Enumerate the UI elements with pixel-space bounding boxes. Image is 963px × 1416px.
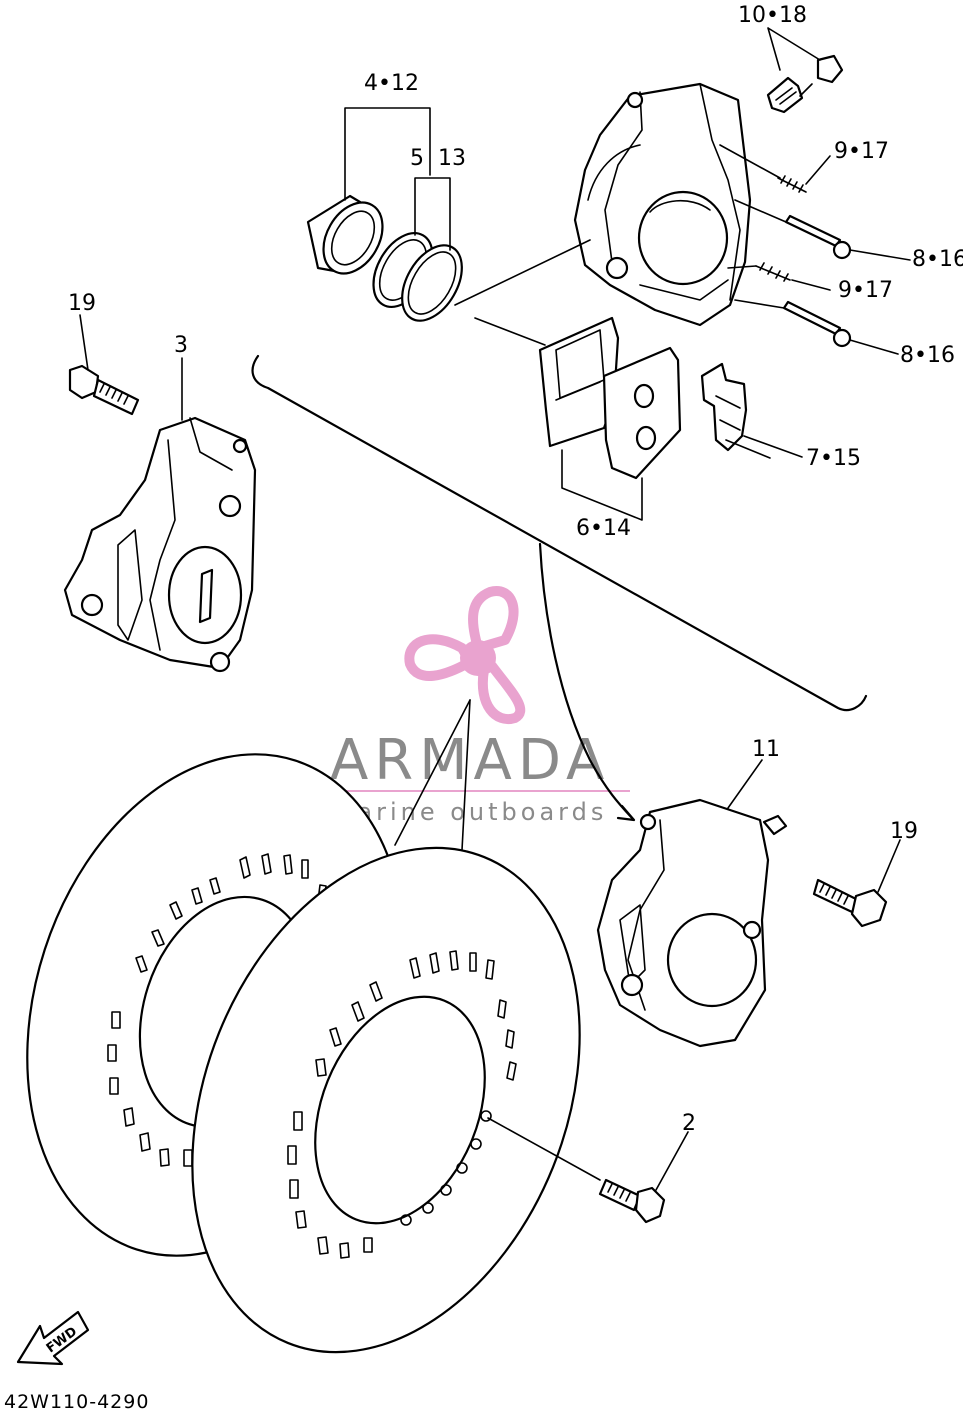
- caliper-left: [63, 416, 257, 673]
- leader-arrowhead: [616, 804, 636, 822]
- label-19-right: 19: [890, 819, 918, 844]
- label-8-16-upper: 8•16: [912, 247, 963, 272]
- label-6-14: 6•14: [576, 516, 631, 541]
- propeller-logo-icon: [404, 586, 526, 725]
- label-11: 11: [752, 737, 780, 762]
- brake-pads: [538, 316, 682, 480]
- label-10-18: 10•18: [738, 3, 807, 28]
- mounting-bolt-left: [68, 364, 140, 416]
- label-9-17-lower: 9•17: [838, 278, 893, 303]
- label-5: 5: [410, 146, 424, 171]
- label-19-left: 19: [68, 291, 96, 316]
- brake-disc-front: [191, 846, 581, 1354]
- drawing-code: 42W110-4290: [4, 1391, 149, 1412]
- caliper-exploded: [573, 82, 752, 327]
- label-13: 13: [438, 146, 466, 171]
- label-9-17-upper: 9•17: [834, 139, 889, 164]
- disc-bolt: [487, 1117, 666, 1224]
- mounting-bolt-right: [812, 878, 888, 928]
- label-8-16-lower: 8•16: [900, 343, 955, 368]
- leader-lines: [79, 27, 911, 1191]
- caliper-right: [596, 798, 788, 1048]
- assembly-frame-line: [251, 354, 868, 712]
- assembly-guide-lines: [454, 144, 787, 459]
- piston: [306, 194, 384, 275]
- piston-seals: [372, 232, 463, 322]
- watermark: ARMADA marine outboards: [330, 586, 630, 826]
- part-callouts: 10•18 4•12 5 13 9•17 8•16 9•17 8•16 19 3…: [68, 3, 963, 1136]
- caliper-leader-curve: [538, 542, 634, 820]
- label-4-12: 4•12: [364, 71, 419, 96]
- pin-hardware: [755, 175, 852, 348]
- watermark-tagline: marine outboards: [330, 798, 607, 826]
- label-7-15: 7•15: [806, 446, 861, 471]
- watermark-brand: ARMADA: [330, 728, 610, 793]
- bleed-screw: [766, 54, 844, 114]
- pad-spring: [700, 362, 748, 452]
- forward-direction-arrow: FWD: [16, 1310, 90, 1366]
- label-2: 2: [682, 1111, 696, 1136]
- label-3: 3: [174, 333, 188, 358]
